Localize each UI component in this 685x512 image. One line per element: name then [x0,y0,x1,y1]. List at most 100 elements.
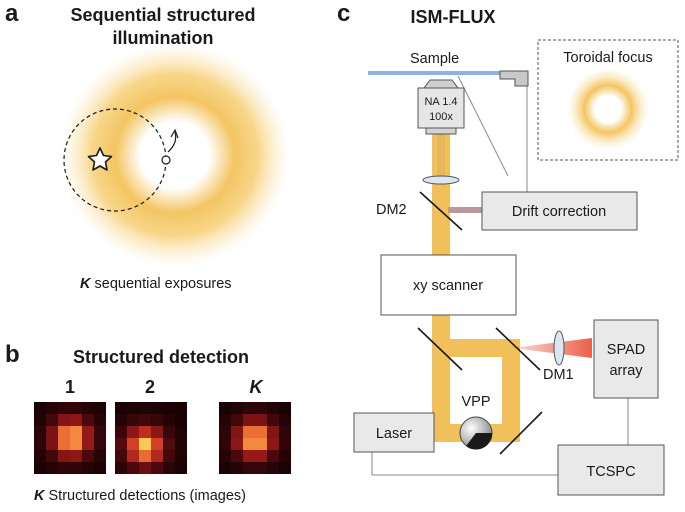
detection-pixel [139,462,151,474]
detection-pixel [219,438,231,450]
detection-pixel [70,462,82,474]
detection-pixel [151,426,163,438]
detection-pixel [219,462,231,474]
detection-pixel [82,414,94,426]
detection-pixel [175,402,187,414]
detection-image-k [219,402,291,474]
detection-pixel [175,426,187,438]
detection-pixel [151,414,163,426]
detection-pixel [175,414,187,426]
fluorescence-beam [512,338,592,358]
detection-pixel [267,426,279,438]
dm1-label: DM1 [543,367,574,383]
detection-pixel [267,450,279,462]
detection-pixel [231,426,243,438]
detection-pixel [219,402,231,414]
detection-pixel [255,402,267,414]
dm1-mirror [495,327,541,371]
detection-pixel [267,438,279,450]
detection-pixel [46,414,58,426]
detection-pixel [219,414,231,426]
emitter-star-icon [87,147,113,171]
detection-pixel [139,402,151,414]
detection-pixel [279,462,291,474]
detection-pixel [58,426,70,438]
laser-box [353,412,435,453]
detection-image-1 [34,402,106,474]
drift-correction-label: Drift correction [512,204,606,220]
panel-b-letter: b [5,341,20,368]
vpp-phase-wedge [466,433,493,450]
detection-pixel [219,426,231,438]
detection-pixel [127,450,139,462]
panel-b-caption: K Structured detections (images) [34,488,246,504]
inset-link-line [457,75,509,177]
detection-pixel [34,426,46,438]
image-label-2: 2 [145,377,155,397]
detection-pixel [94,402,106,414]
detection-pixel [243,450,255,462]
beam-core [437,132,445,177]
objective-mag-label: 100x [429,111,453,123]
detection-lens [553,330,565,366]
detection-pixel [231,450,243,462]
detection-pixel [34,450,46,462]
detection-pixel [46,450,58,462]
detection-pixel [255,426,267,438]
detection-pixel [243,462,255,474]
detection-pixel [127,402,139,414]
panel-c-title: ISM-FLUX [411,7,496,27]
detection-pixel [94,462,106,474]
sample-label: Sample [410,51,459,67]
tcspc-label: TCSPC [586,464,635,480]
sample-stage-holder [499,70,529,87]
detection-pixel [243,438,255,450]
detection-pixel [163,426,175,438]
detection-pixel [34,462,46,474]
detection-pixel [127,414,139,426]
detection-pixel [94,426,106,438]
detection-pixel [279,438,291,450]
detection-pixel [267,462,279,474]
panel-b-title: Structured detection [73,347,249,367]
detection-pixel [163,462,175,474]
detection-pixel [82,402,94,414]
detection-pixel [267,402,279,414]
spad-label-line1: SPAD [607,342,645,358]
detection-pixel [139,438,151,450]
detection-pixel [46,462,58,474]
detection-pixel [231,402,243,414]
detection-pixel [279,450,291,462]
detection-pixel [58,438,70,450]
detection-pixel [115,438,127,450]
drift-correction-box [481,191,638,231]
detection-pixel [267,414,279,426]
dm2-mirror [419,191,463,231]
detection-pixel [70,402,82,414]
beam-dm1-vertical [502,339,520,442]
panel-a-caption: K sequential exposures [80,276,232,292]
image-label-1: 1 [65,377,75,397]
detection-pixel [163,402,175,414]
laser-mirror [499,411,543,455]
detection-pixel [127,426,139,438]
xy-scanner-label: xy scanner [413,278,483,294]
detection-pixel [279,402,291,414]
detection-pixel [46,426,58,438]
sample-slide [368,71,528,75]
detection-pixel [46,402,58,414]
xy-scanner-box [380,254,517,316]
fold-mirror [417,327,463,371]
image-label-k: K [250,377,265,397]
detection-pixel [70,414,82,426]
laser-label: Laser [376,426,412,442]
detection-pixel [82,426,94,438]
tcspc-box [557,444,665,496]
panel-c-letter: c [337,0,350,27]
rotation-arrow [167,131,177,153]
exposure-position-circle [161,155,171,165]
panel-a-title-line1: Sequential structured [70,5,255,25]
toroidal-focus-doughnut [567,68,649,150]
dm2-label: DM2 [376,202,407,218]
